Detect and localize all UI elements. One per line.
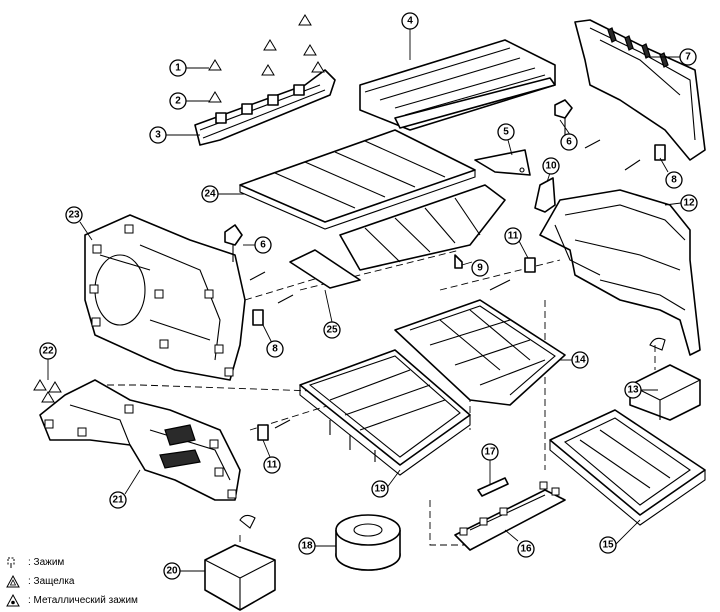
- svg-text:18: 18: [301, 541, 313, 552]
- fasteners: [224, 99, 666, 441]
- latch-icon: [6, 574, 20, 587]
- svg-text:11: 11: [508, 231, 519, 242]
- callout-7: 7: [679, 48, 697, 66]
- svg-text:23: 23: [68, 210, 80, 221]
- callout-14: 14: [571, 351, 589, 369]
- legend-text-metal-clip: : Металлический зажим: [28, 595, 138, 606]
- part-small-board: [474, 149, 531, 176]
- svg-text:11: 11: [267, 460, 278, 471]
- svg-text:17: 17: [484, 447, 496, 458]
- callout-6-left: 6: [254, 236, 272, 254]
- svg-text:7: 7: [685, 52, 691, 63]
- legend-row-clip: : Зажим: [4, 553, 204, 572]
- legend: : Зажим : Защелка : Металлический зажим: [4, 553, 204, 610]
- legend-text-clip: : Зажим: [28, 557, 65, 568]
- callout-12: 12: [680, 194, 698, 212]
- clip-icon: [7, 557, 15, 568]
- callout-8-right: 8: [665, 171, 683, 189]
- callout-11-left: 11: [263, 456, 281, 474]
- callout-16: 16: [517, 540, 535, 558]
- part-trunk-board-front: [239, 129, 476, 230]
- legend-text-latch: : Защелка: [28, 576, 75, 587]
- svg-text:6: 6: [260, 240, 266, 251]
- svg-text:20: 20: [166, 566, 178, 577]
- svg-text:22: 22: [42, 346, 54, 357]
- part-small-bin: [204, 514, 276, 611]
- part-trunk-tray: [299, 349, 471, 476]
- svg-text:14: 14: [574, 355, 586, 366]
- callout-10: 10: [542, 157, 560, 175]
- svg-text:4: 4: [407, 16, 413, 27]
- svg-text:16: 16: [520, 544, 532, 555]
- part-tonneau-cover: [359, 39, 556, 131]
- svg-text:6: 6: [566, 137, 572, 148]
- callout-6-right: 6: [560, 133, 578, 151]
- part-side-mat: [289, 249, 361, 289]
- callout-4: 4: [401, 12, 419, 30]
- svg-text:9: 9: [477, 263, 483, 274]
- callout-25: 25: [323, 321, 341, 339]
- callout-15: 15: [599, 536, 617, 554]
- part-rear-panel-trim: [194, 14, 336, 146]
- callout-9: 9: [471, 259, 489, 277]
- part-left-lower-trim: [39, 379, 241, 501]
- metal-clip-icon: [6, 593, 20, 606]
- svg-text:5: 5: [503, 127, 509, 138]
- svg-text:10: 10: [545, 161, 557, 172]
- callout-21: 21: [109, 491, 127, 509]
- part-small-box: [629, 337, 701, 421]
- svg-text:12: 12: [683, 198, 695, 209]
- svg-text:15: 15: [602, 540, 614, 551]
- part-latch-group: [33, 379, 62, 403]
- callout-1: 1: [169, 59, 187, 77]
- part-underfloor-box: [549, 409, 706, 526]
- svg-text:8: 8: [272, 344, 278, 355]
- callout-18: 18: [298, 537, 316, 555]
- svg-text:3: 3: [155, 130, 161, 141]
- part-right-side-trim: [539, 189, 701, 356]
- legend-row-metal-clip: : Металлический зажим: [4, 591, 204, 610]
- svg-text:19: 19: [374, 484, 386, 495]
- callout-2: 2: [169, 92, 187, 110]
- callout-20: 20: [163, 562, 181, 580]
- svg-text:8: 8: [671, 175, 677, 186]
- callout-8-left: 8: [266, 340, 284, 358]
- part-spare-tire: [335, 514, 401, 571]
- callout-19: 19: [371, 480, 389, 498]
- callout-3: 3: [149, 126, 167, 144]
- callout-23: 23: [65, 206, 83, 224]
- svg-text:25: 25: [326, 325, 338, 336]
- callout-13: 13: [624, 381, 642, 399]
- part-tray-divider: [394, 299, 566, 406]
- svg-text:2: 2: [175, 96, 181, 107]
- svg-text:1: 1: [175, 63, 181, 74]
- part-left-side-trim: [84, 214, 246, 381]
- svg-text:13: 13: [627, 385, 639, 396]
- legend-row-latch: : Защелка: [4, 572, 204, 591]
- part-bracket: [534, 177, 556, 213]
- callout-24: 24: [201, 185, 219, 203]
- callout-5: 5: [497, 123, 515, 141]
- svg-text:21: 21: [112, 495, 124, 506]
- svg-text:24: 24: [204, 189, 216, 200]
- part-trunk-board-rear: [339, 184, 506, 271]
- callout-17: 17: [481, 443, 499, 461]
- callout-22: 22: [39, 342, 57, 360]
- part-right-upper-trim: [574, 19, 706, 161]
- part-small-clip-bar: [477, 477, 509, 497]
- part-lower-clip-strip: [454, 481, 566, 551]
- callout-11-right: 11: [504, 227, 522, 245]
